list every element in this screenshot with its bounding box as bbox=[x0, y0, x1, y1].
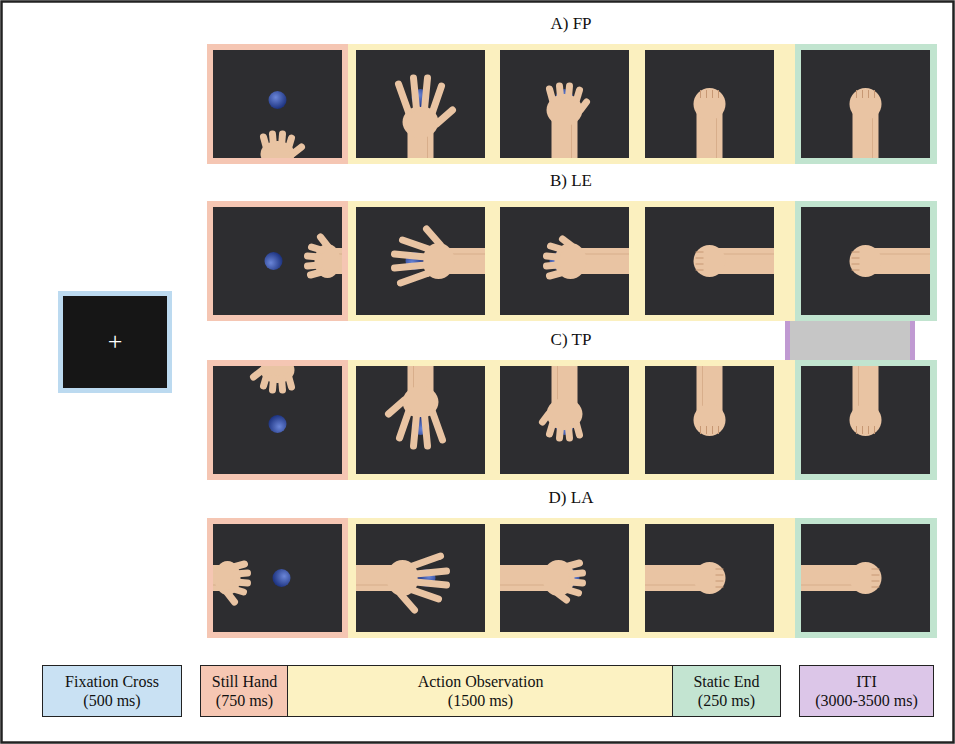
photo-strip bbox=[207, 340, 937, 480]
hand bbox=[389, 366, 443, 446]
photo bbox=[356, 524, 485, 632]
ball bbox=[273, 569, 291, 587]
hand bbox=[213, 561, 248, 602]
legend-text: (250 ms) bbox=[698, 691, 755, 710]
photo bbox=[500, 524, 629, 632]
legend-text: Still Hand bbox=[212, 672, 277, 691]
photo bbox=[500, 207, 629, 315]
photo bbox=[213, 50, 342, 158]
action-band bbox=[348, 201, 795, 321]
still-hand-band bbox=[207, 201, 348, 321]
photo bbox=[213, 366, 342, 474]
legend-text: (3000-3500 ms) bbox=[815, 691, 918, 710]
photo bbox=[801, 524, 930, 632]
legend-text: (1500 ms) bbox=[448, 691, 513, 710]
hand bbox=[395, 229, 486, 283]
photo bbox=[801, 207, 930, 315]
photo-strip bbox=[207, 44, 937, 184]
hand bbox=[356, 556, 447, 610]
hand bbox=[645, 562, 726, 594]
ball bbox=[265, 252, 283, 270]
hand bbox=[261, 134, 302, 158]
hand bbox=[500, 560, 583, 600]
photo bbox=[213, 207, 342, 315]
photo bbox=[356, 366, 485, 474]
photo bbox=[213, 524, 342, 632]
legend-box: Static End(250 ms) bbox=[672, 665, 781, 717]
hand bbox=[308, 237, 343, 278]
photo-strip bbox=[198, 518, 938, 638]
photo bbox=[645, 524, 774, 632]
photo bbox=[356, 207, 485, 315]
row-title: C) TP bbox=[471, 330, 671, 350]
photo bbox=[801, 50, 930, 158]
fixation-screen: + bbox=[58, 291, 172, 393]
legend-box: Still Hand(750 ms) bbox=[200, 665, 289, 717]
hand bbox=[850, 366, 882, 436]
hand bbox=[543, 366, 583, 438]
ball bbox=[269, 91, 287, 109]
row-title: A) FP bbox=[471, 14, 671, 34]
row-title: D) LA bbox=[471, 488, 671, 508]
photo bbox=[500, 50, 629, 158]
photo bbox=[645, 207, 774, 315]
ball bbox=[269, 415, 287, 433]
hand bbox=[547, 86, 587, 158]
hand bbox=[850, 245, 931, 277]
photo bbox=[356, 50, 485, 158]
legend-text: Action Observation bbox=[418, 672, 544, 691]
hand bbox=[801, 562, 882, 594]
row-title: B) LE bbox=[471, 171, 671, 191]
photo-strip bbox=[207, 201, 946, 321]
photo bbox=[801, 366, 930, 474]
fixation-symbol: + bbox=[108, 328, 123, 356]
legend-text: (500 ms) bbox=[83, 691, 140, 710]
hand bbox=[694, 88, 726, 158]
photo bbox=[645, 366, 774, 474]
legend-box: Action Observation(1500 ms) bbox=[287, 665, 674, 717]
hand bbox=[694, 366, 726, 436]
legend-box: Fixation Cross(500 ms) bbox=[42, 665, 182, 717]
hand bbox=[399, 78, 453, 158]
still-hand-band bbox=[207, 518, 348, 638]
legend-text: ITI bbox=[856, 672, 876, 691]
hand bbox=[254, 366, 295, 390]
hand bbox=[694, 245, 775, 277]
hand bbox=[547, 239, 630, 279]
legend-box: ITI(3000-3500 ms) bbox=[799, 665, 934, 717]
photo bbox=[500, 366, 629, 474]
legend-text: Fixation Cross bbox=[65, 672, 159, 691]
legend-text: Static End bbox=[693, 672, 759, 691]
legend-text: (750 ms) bbox=[216, 691, 273, 710]
photo bbox=[645, 50, 774, 158]
hand bbox=[850, 88, 882, 158]
action-band bbox=[348, 518, 795, 638]
